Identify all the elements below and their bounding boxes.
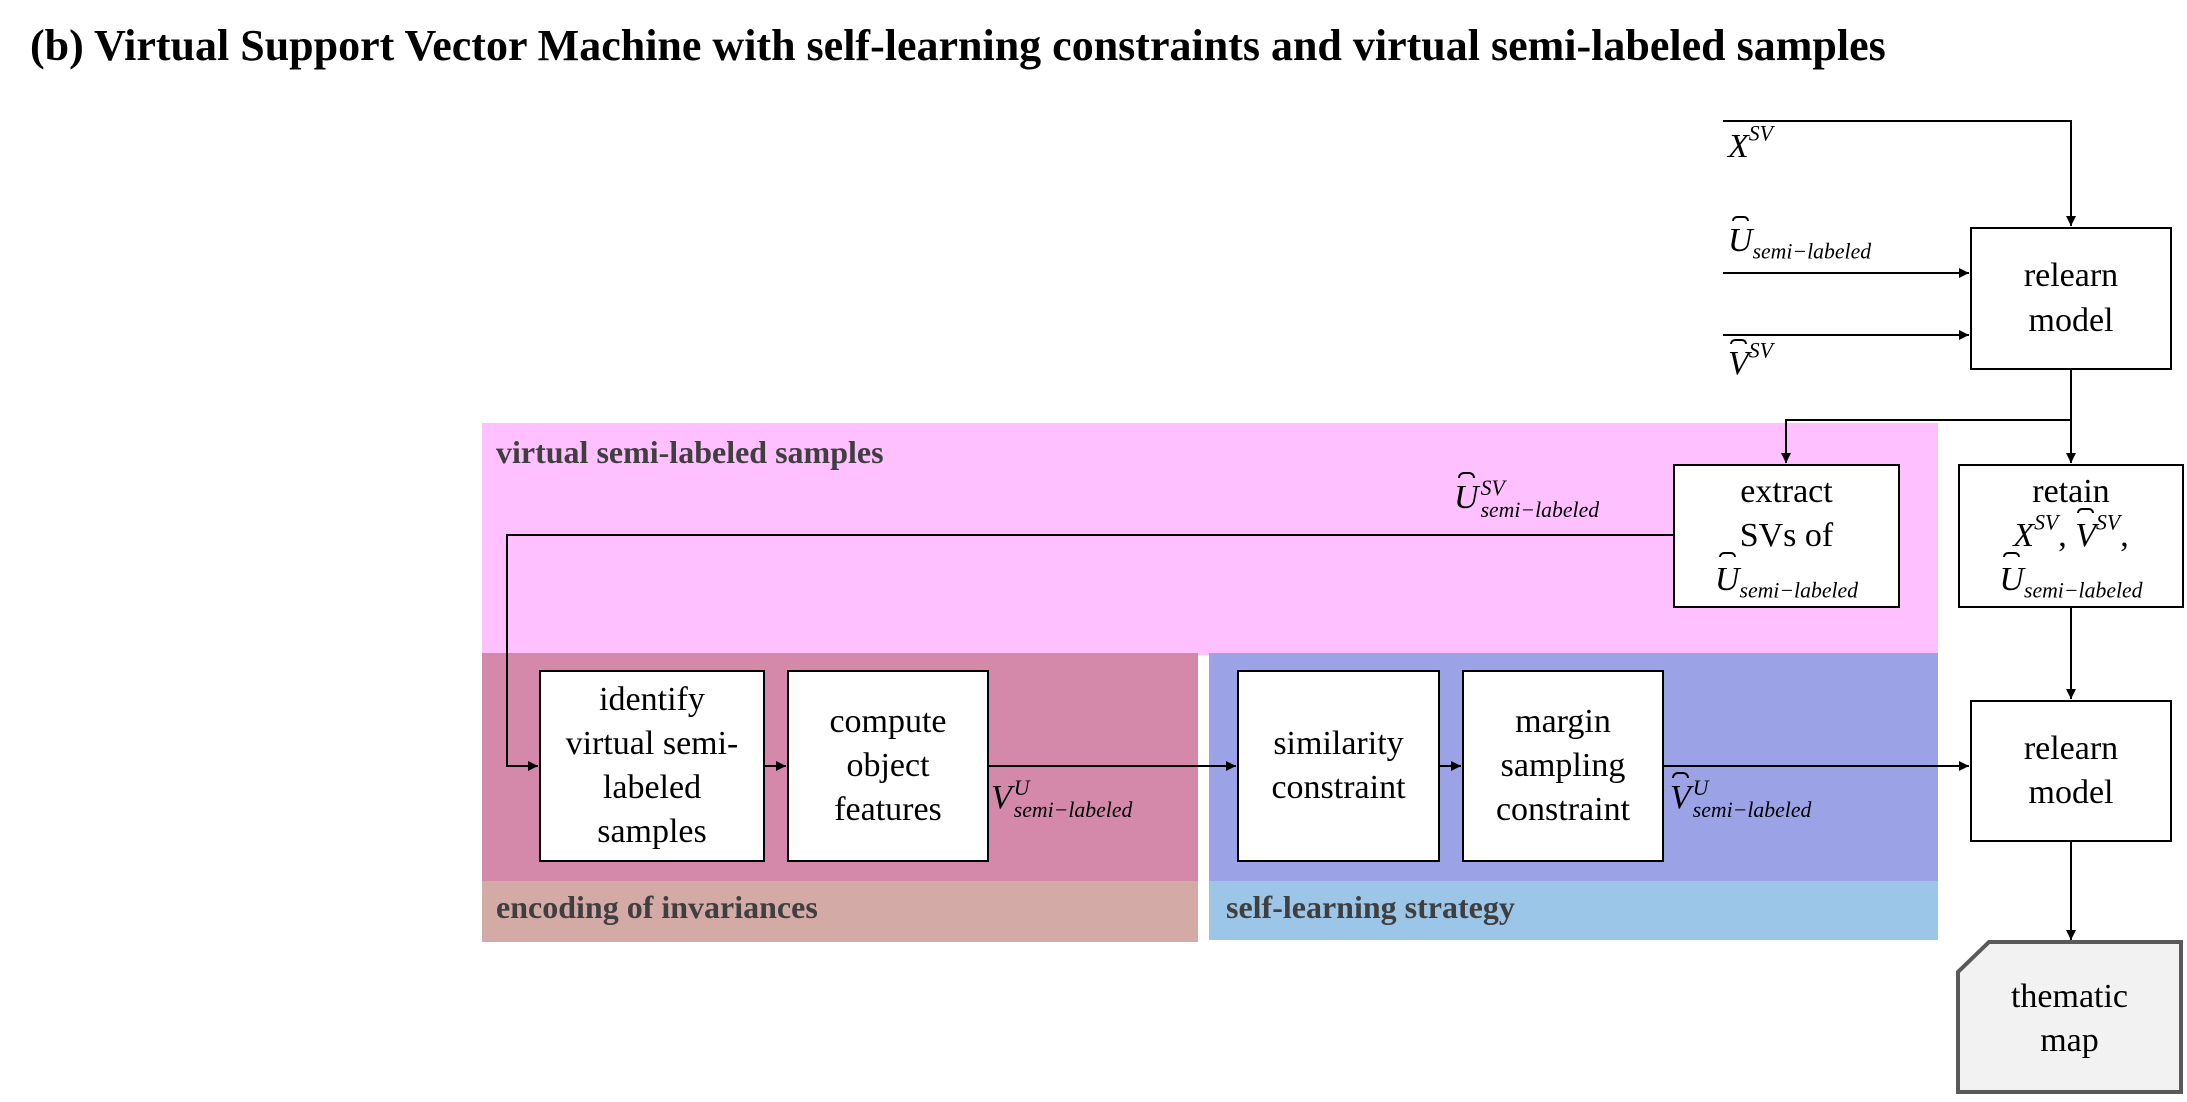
arrow-extract-to-identify bbox=[506, 534, 1673, 771]
label-u-semi-labeled: Usemi−labeled bbox=[1728, 215, 1872, 264]
diagram-title: (b) Virtual Support Vector Machine with … bbox=[30, 21, 1886, 70]
label-x-sv: XSV bbox=[1728, 121, 1773, 165]
region-label-virtual-semi-labeled-samples: virtual semi-labeled samples bbox=[496, 434, 884, 470]
thematic-map-label: thematic map bbox=[2010, 978, 2129, 1060]
relearn-model-box-bottom: relearn model bbox=[1970, 700, 2172, 842]
relearn-model-box-top: relearn model bbox=[1970, 227, 2172, 370]
margin-sampling-constraint-box: margin sampling constraint bbox=[1462, 670, 1664, 862]
retain-box: retain XSV, VSV, Usemi−labeled bbox=[1958, 464, 2184, 608]
similarity-constraint-box: similarity constraint bbox=[1237, 670, 1440, 862]
region-label-self-learning-strategy: self-learning strategy bbox=[1226, 889, 1515, 925]
arrow-to-extract bbox=[1781, 419, 2071, 463]
thematic-map-shape bbox=[1956, 940, 2183, 1094]
arrow-xsv-to-relearn bbox=[1723, 120, 2076, 226]
label-v-sv: VSV bbox=[1728, 338, 1773, 382]
extract-svs-box: extract SVs of Usemi−labeled bbox=[1673, 464, 1900, 608]
region-label-encoding-of-invariances: encoding of invariances bbox=[496, 889, 818, 925]
identify-virtual-samples-box: identify virtual semi- labeled samples bbox=[539, 670, 765, 862]
compute-object-features-box: compute object features bbox=[787, 670, 989, 862]
